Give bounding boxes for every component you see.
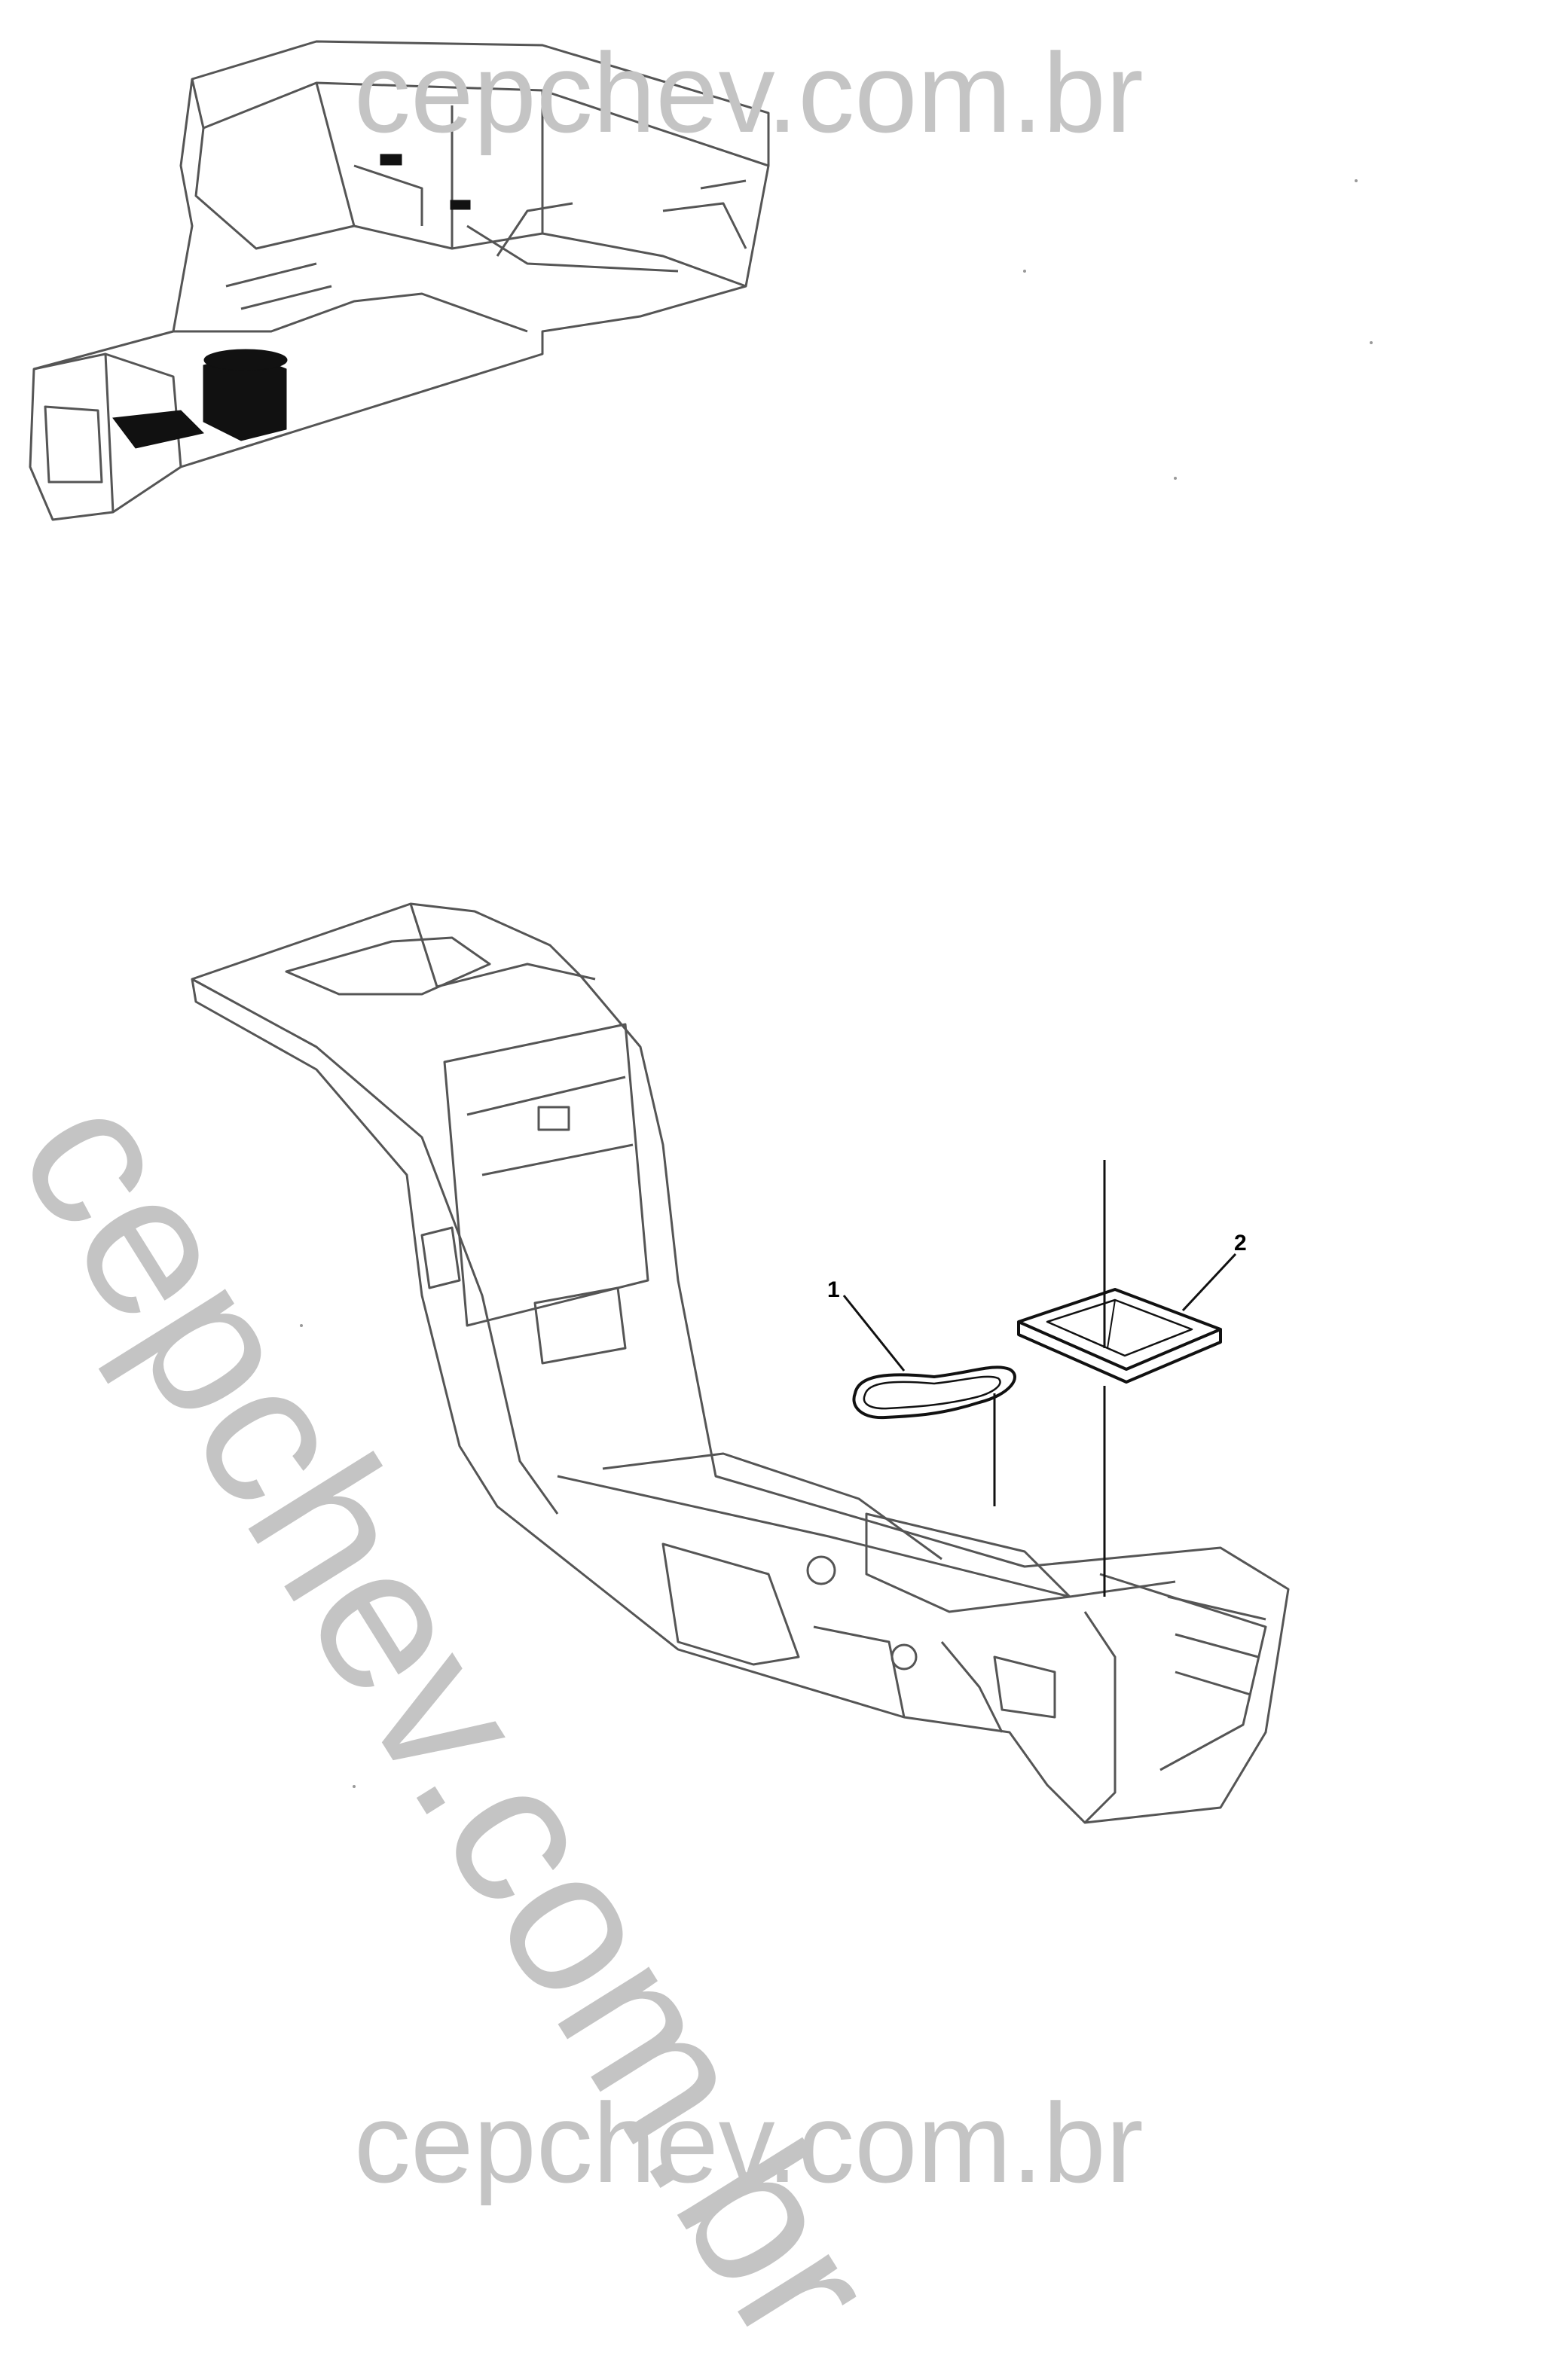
callout-label-1: 1 (827, 1277, 840, 1302)
part-1-cupholder-mat (852, 1365, 1016, 1420)
overview-dashboard-illustration (29, 40, 770, 521)
parts-diagram: 1 2 (29, 40, 1373, 1824)
callout-label-2: 2 (1234, 1231, 1247, 1256)
leader-line-1 (842, 1295, 996, 1506)
watermark-top: cepchev.com.br (354, 29, 1144, 156)
part-2-tray-mat (1017, 1288, 1222, 1384)
watermark-bottom: cepchev.com.br (354, 2079, 1144, 2206)
scan-specks (300, 179, 1373, 1788)
leader-line-2 (1103, 1160, 1237, 1597)
center-console-illustration (191, 902, 1290, 1824)
highlighted-console-parts (112, 154, 471, 449)
